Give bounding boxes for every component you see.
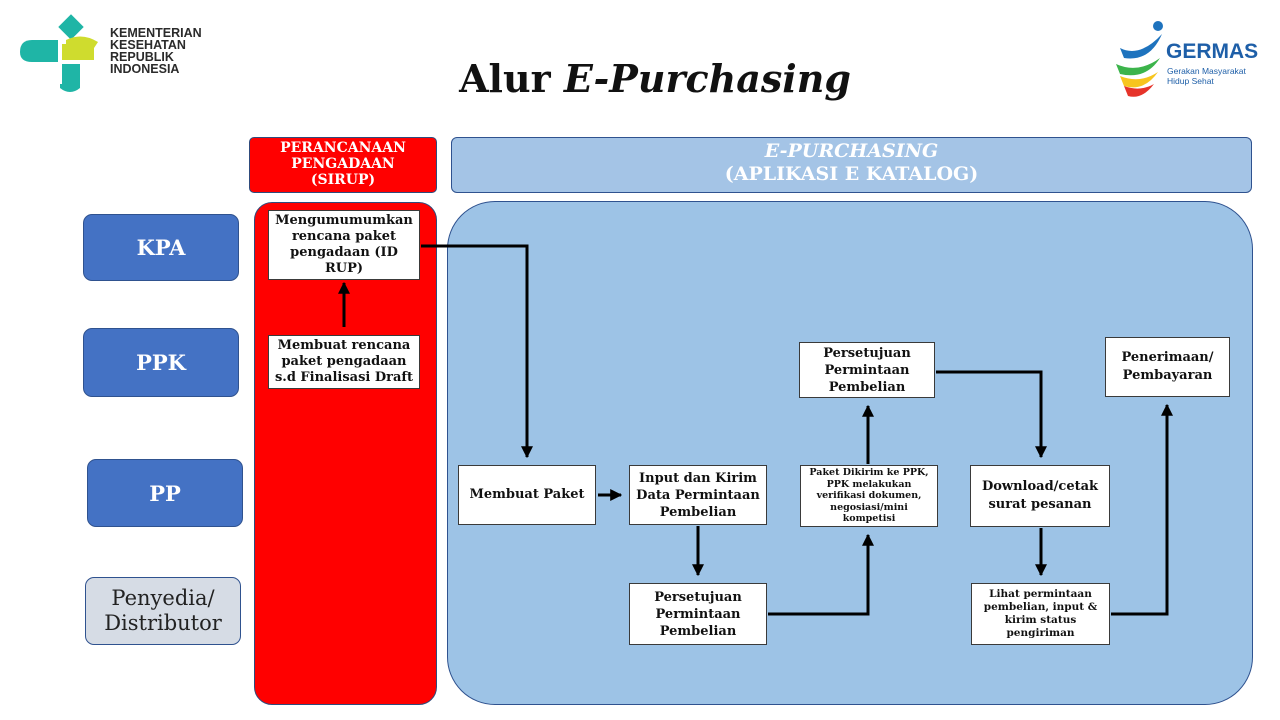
germas-logo: GERMAS Gerakan Masyarakat Hidup Sehat — [1110, 18, 1260, 98]
step-sent-to-ppk: Paket Dikirim ke PPK, PPK melakukan veri… — [800, 465, 938, 527]
arrow-view-request-to-payment — [1111, 403, 1173, 616]
step-view-request: Lihat permintaan pembelian, input & kiri… — [971, 583, 1110, 645]
epurchasing-header: E-PURCHASING (APLIKASI E KATALOG) — [451, 137, 1252, 193]
kemenkes-logo — [16, 14, 106, 98]
planning-header: PERANCANAAN PENGADAAN (SIRUP) — [249, 137, 437, 193]
role-kpa: KPA — [83, 214, 239, 281]
step-approval-ppk: Persetujuan Permintaan Pembelian — [799, 342, 935, 398]
role-penyedia: Penyedia/ Distributor — [85, 577, 241, 645]
germas-tagline-2: Hidup Sehat — [1167, 76, 1214, 86]
kemenkes-emblem-icon — [20, 14, 98, 92]
arrow-approval-ppk-to-download — [936, 370, 1047, 459]
step-download-order: Download/cetak surat pesanan — [970, 465, 1110, 527]
step-make-package: Membuat Paket — [458, 465, 596, 525]
role-pp: PP — [87, 459, 243, 527]
germas-emblem-icon — [1116, 21, 1163, 97]
arrow-announce-to-make-package — [421, 244, 533, 459]
step-receive-payment: Penerimaan/ Pembayaran — [1105, 337, 1230, 397]
role-ppk: PPK — [83, 328, 239, 397]
step-input-request: Input dan Kirim Data Permintaan Pembelia… — [629, 465, 767, 525]
germas-name: GERMAS — [1166, 40, 1259, 63]
germas-tagline-1: Gerakan Masyarakat — [1167, 66, 1246, 76]
epurchasing-lane — [447, 201, 1253, 705]
arrow-approval-to-sent-ppk — [768, 533, 874, 616]
step-announce-rup: Mengumumumkan rencana paket pengadaan (I… — [268, 210, 420, 280]
step-approval-provider: Persetujuan Permintaan Pembelian — [629, 583, 767, 645]
kemenkes-logo-text: KEMENTERIAN KESEHATAN REPUBLIK INDONESIA — [110, 26, 202, 76]
step-plan-package: Membuat rencana paket pengadaan s.d Fina… — [268, 335, 420, 389]
page-title: Alur E-Purchasing — [459, 56, 851, 101]
